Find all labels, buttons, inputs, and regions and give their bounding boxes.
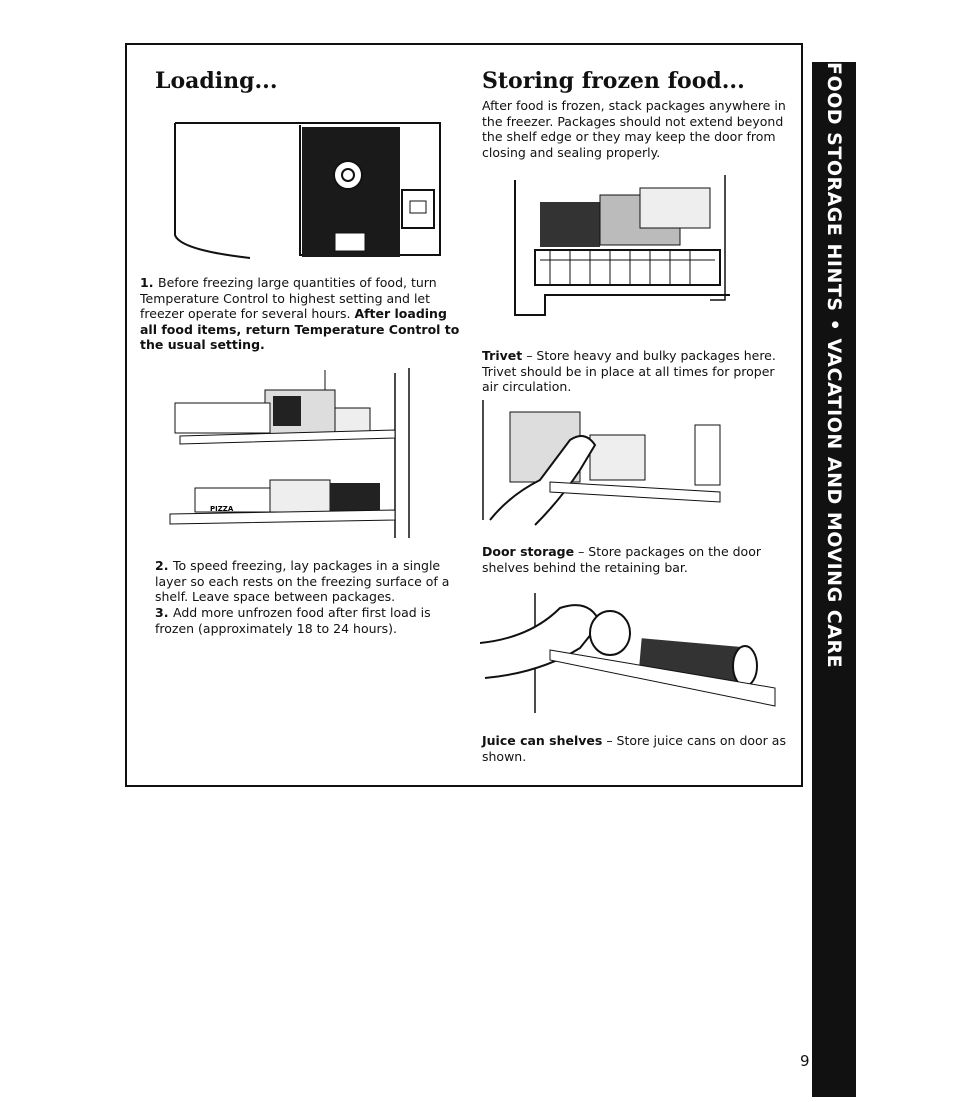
control-panel-illustration	[174, 122, 441, 259]
storing-heading: Storing frozen food...	[482, 68, 745, 94]
pizza-box-label: PIZZA	[210, 505, 234, 513]
loading-step-3: 3.Add more unfrozen food after first loa…	[155, 605, 431, 636]
loading-step-2: 2.To speed freezing, lay packages in a s…	[155, 558, 450, 604]
juice-can-caption: Juice can shelves – Store juice cans on …	[482, 733, 786, 764]
trivet-caption: Trivet – Store heavy and bulky packages …	[482, 348, 776, 394]
freezer-shelves-illustration: PIZZA	[169, 368, 410, 538]
storing-intro: After food is frozen, stack packages any…	[482, 98, 786, 160]
section-side-tab: FOOD STORAGE HINTS • VACATION AND MOVING…	[812, 62, 856, 1097]
loading-heading: Loading...	[155, 68, 278, 94]
trivet-illustration	[514, 175, 730, 316]
loading-step-1: 1.Before freezing large quantities of fo…	[140, 275, 460, 352]
door-storage-caption: Door storage – Store packages on the doo…	[482, 544, 761, 575]
page-number: 9	[800, 1052, 810, 1070]
door-storage-illustration	[482, 400, 721, 526]
content-frame	[125, 43, 803, 787]
juice-can-illustration	[480, 593, 776, 713]
side-tab-label: FOOD STORAGE HINTS • VACATION AND MOVING…	[823, 62, 845, 669]
